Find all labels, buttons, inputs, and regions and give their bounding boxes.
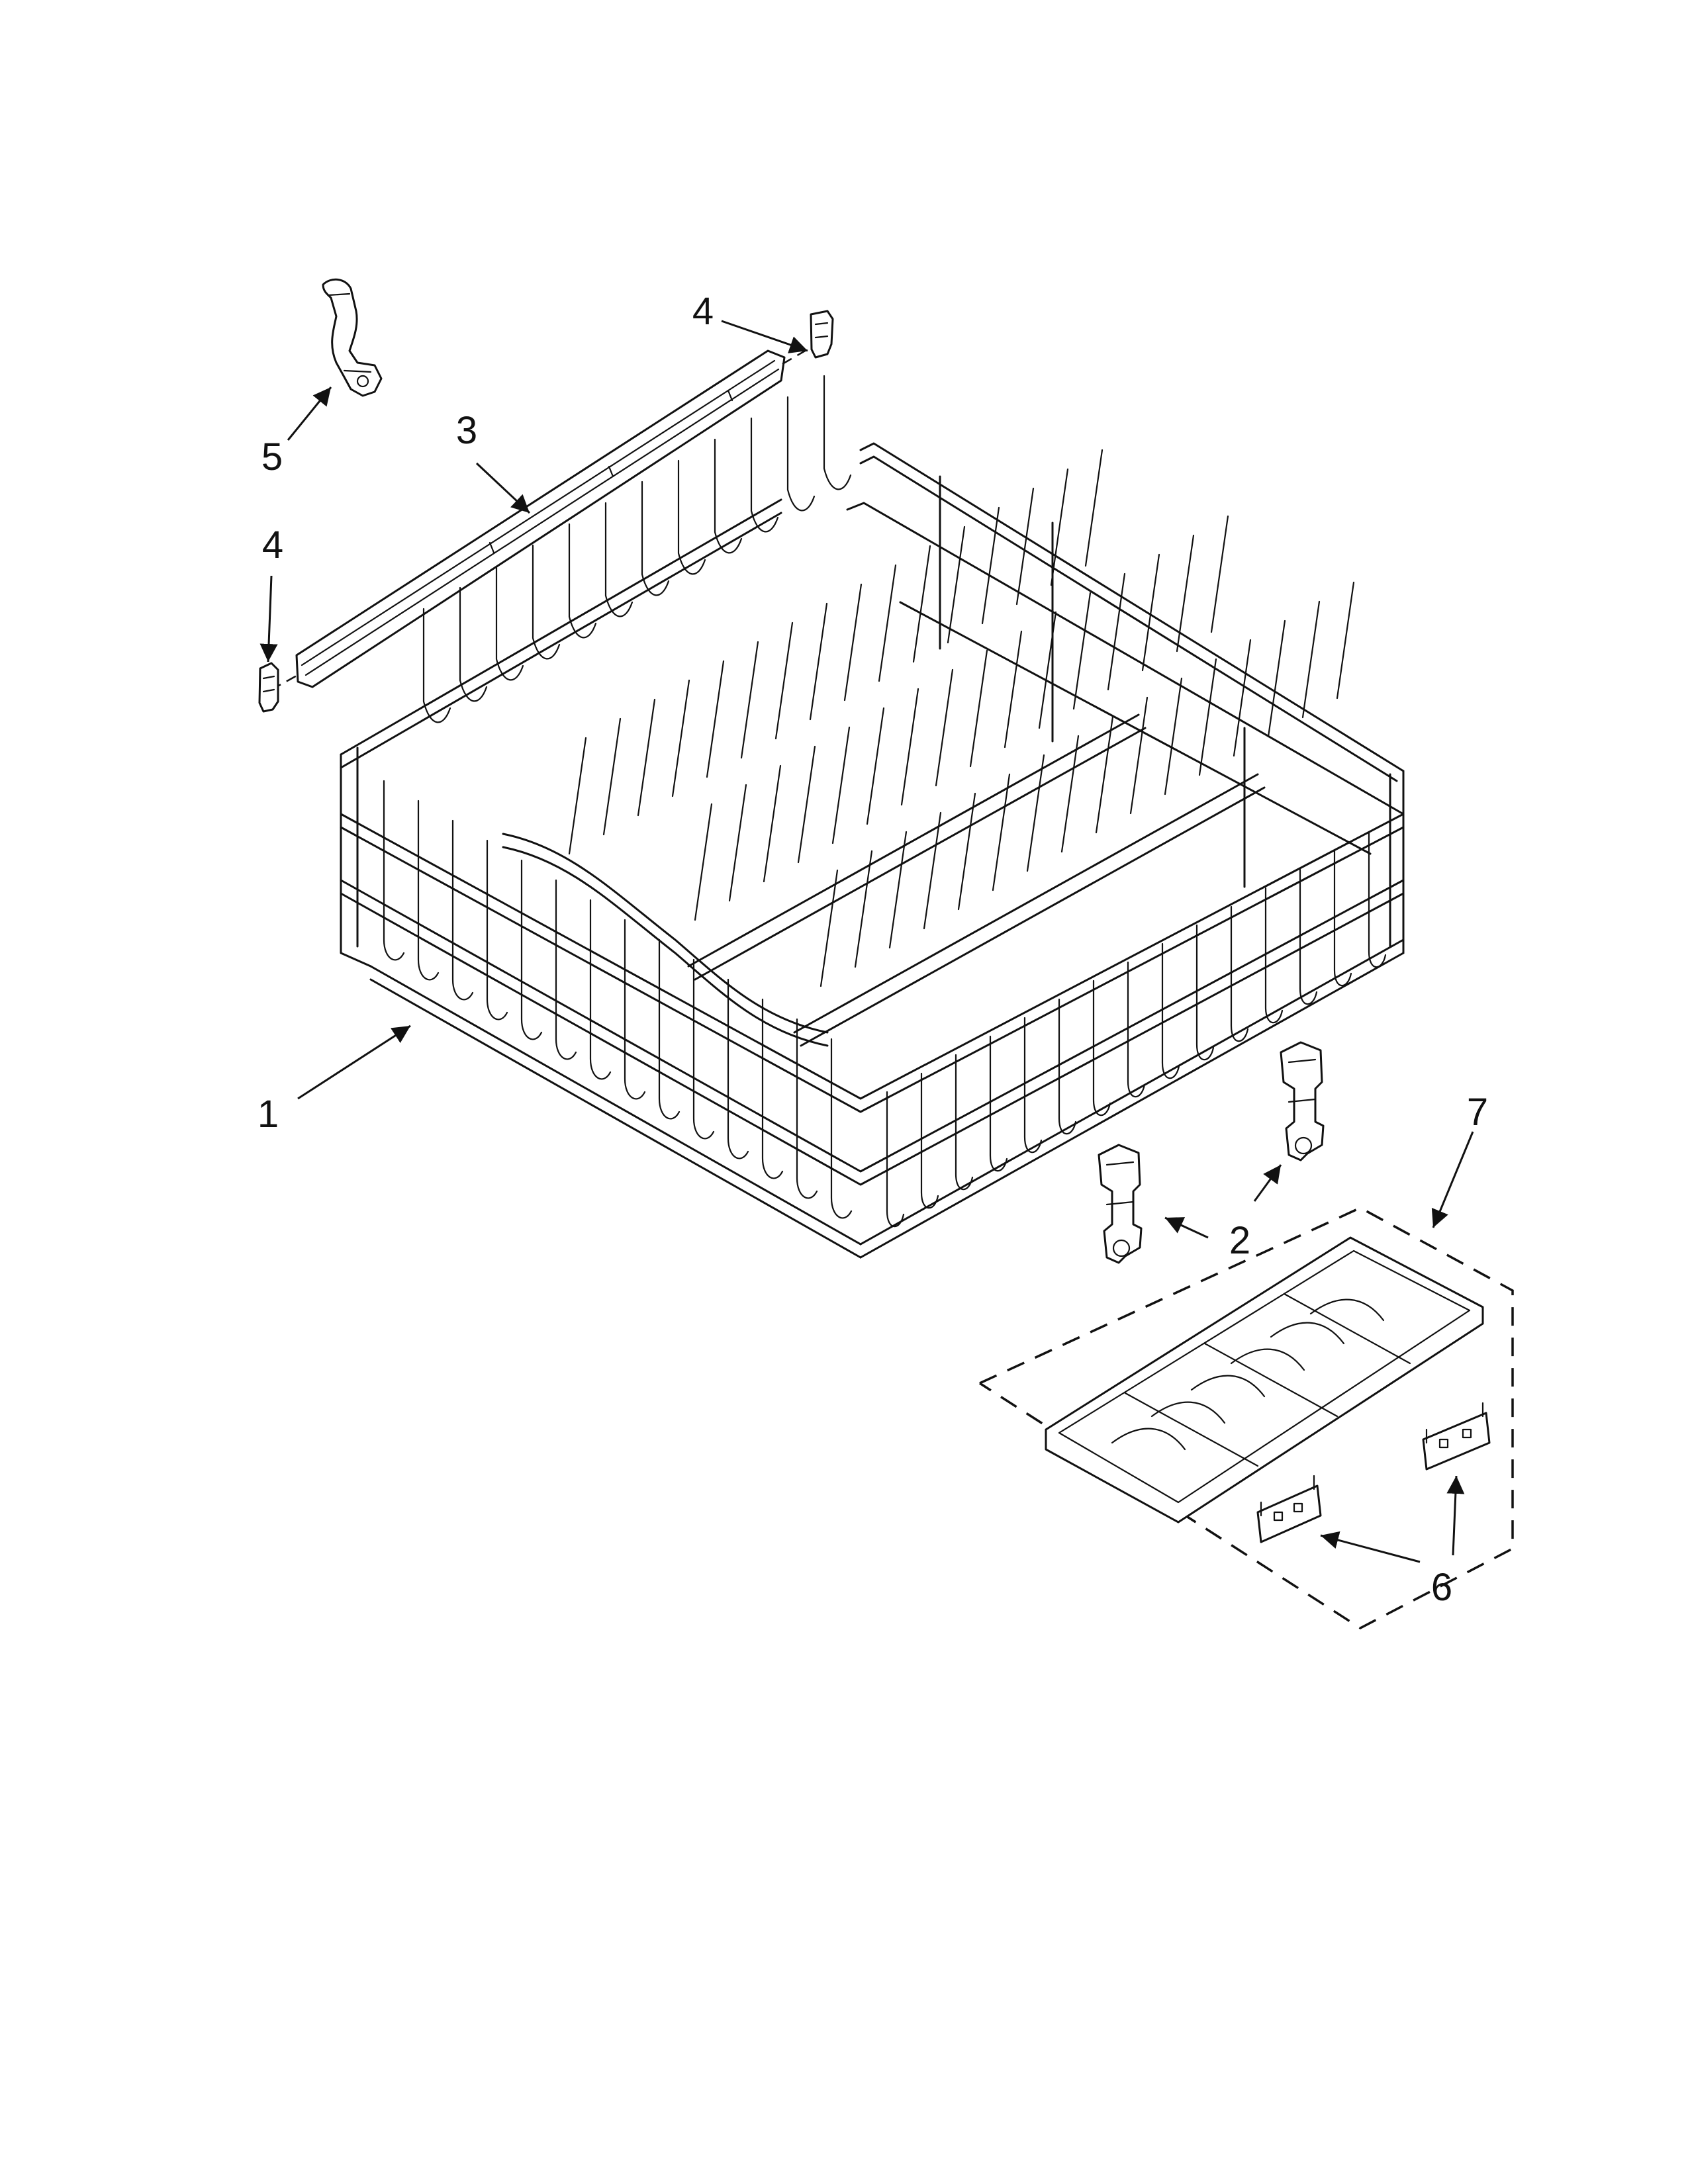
callout-3: 3 [456,409,477,452]
callout-5: 5 [261,435,283,478]
callout-1: 1 [258,1093,279,1136]
callout-4-lower: 4 [262,523,283,567]
leader-lines [259,320,1474,1563]
rail-end-cap-lower [258,662,279,713]
callout-7: 7 [1467,1091,1488,1134]
rack-adjuster-lever [322,278,383,397]
rack-adjuster-right [1280,1041,1325,1161]
rack-adjuster-left [1098,1144,1143,1264]
rack-rail [271,346,812,691]
kit-boundary [979,1206,1514,1630]
rail-end-cap-upper [810,310,834,359]
callout-4-upper: 4 [692,290,714,333]
callout-2: 2 [1229,1219,1250,1262]
callout-6: 6 [1431,1566,1452,1609]
cup-shelf [1045,1236,1484,1524]
upper-dishrack [340,375,1405,1259]
shelf-clip-left [1256,1475,1322,1543]
shelf-clip-right [1422,1402,1491,1471]
